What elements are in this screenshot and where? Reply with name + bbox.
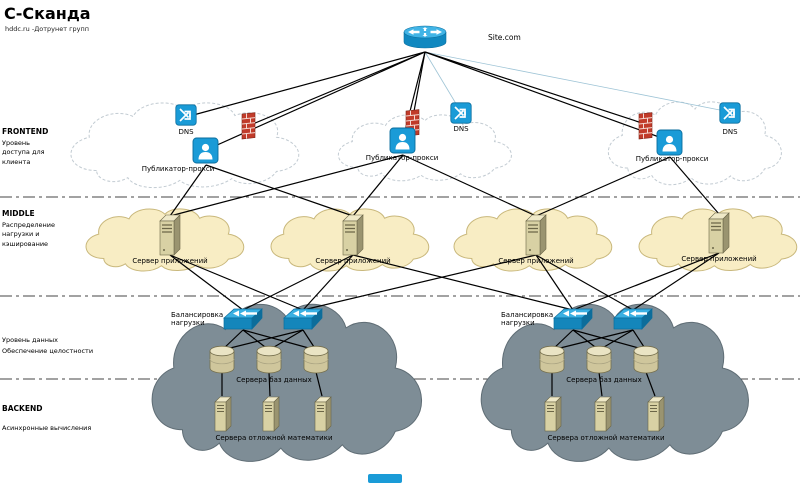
middle-tier-desc: Распределение нагрузки и кэширование: [2, 221, 55, 248]
app-server-icon: [704, 209, 734, 259]
backend-tier-desc: Асинхронные вычисления: [2, 424, 92, 432]
app-server-icon: [521, 211, 551, 261]
math-server-icon: [541, 394, 565, 438]
app-server-label: Сервер приложений: [132, 257, 208, 265]
load-balancer-label: Балансировка нагрузки: [501, 311, 554, 328]
database-icon: [584, 342, 614, 380]
load-balancer-icon: [611, 305, 655, 339]
math-server-icon: [311, 394, 335, 438]
database-icon: [631, 342, 661, 380]
middle-tier-name: MIDDLE: [2, 209, 35, 218]
app-server-label: Сервер приложений: [315, 257, 391, 265]
app-server-label: Сервер приложений: [498, 257, 574, 265]
database-icon: [301, 342, 331, 380]
database-icon: [537, 342, 567, 380]
load-balancer-icon: [281, 305, 325, 339]
proxy-label: Публикатор-прокси: [365, 154, 439, 162]
proxy-icon: [192, 137, 220, 169]
data-tier-name: Уровень данных: [2, 336, 58, 344]
backend-tier-name: BACKEND: [2, 404, 43, 413]
math-server-icon: [644, 394, 668, 438]
proxy-icon: [656, 129, 684, 161]
dns-icon: [450, 102, 472, 128]
site-label: Site.com: [488, 33, 521, 42]
firewall-icon: [637, 111, 655, 145]
math-server-icon: [591, 394, 615, 438]
data-tier-desc: Обеспечение целостности: [2, 347, 94, 355]
dns-label: DNS: [178, 128, 194, 136]
dns-icon: [719, 102, 741, 128]
proxy-icon: [389, 127, 417, 159]
math-server-icon: [259, 394, 283, 438]
load-balancer-label: Балансировка нагрузки: [171, 311, 224, 328]
db-servers-label: Сервера баз данных: [236, 376, 312, 384]
frontend-tier-name: FRONTEND: [2, 127, 49, 136]
math-servers-label: Сервера отложной математики: [215, 434, 333, 442]
app-server-label: Сервер приложений: [681, 255, 757, 263]
frontend-tier-desc: Уровень доступа для клиента: [2, 139, 45, 166]
load-balancer-icon: [551, 305, 595, 339]
proxy-label: Публикатор-прокси: [635, 155, 709, 163]
app-server-icon: [155, 211, 185, 261]
firewall-icon: [240, 111, 258, 145]
page-subtitle: hddc.ru -Дотрунет групп: [5, 25, 90, 33]
math-server-icon: [211, 394, 235, 438]
dns-label: DNS: [453, 125, 469, 133]
math-servers-label: Сервера отложной математики: [547, 434, 665, 442]
app-server-icon: [338, 211, 368, 261]
proxy-label: Публикатор-прокси: [141, 165, 215, 173]
database-icon: [254, 342, 284, 380]
bottom-badge: [368, 474, 402, 483]
database-icon: [207, 342, 237, 380]
dns-icon: [175, 104, 197, 130]
router-icon: [401, 24, 449, 56]
load-balancer-icon: [221, 305, 265, 339]
db-servers-label: Сервера баз данных: [566, 376, 642, 384]
page-title: С-Сканда: [4, 4, 91, 23]
dns-label: DNS: [722, 128, 738, 136]
